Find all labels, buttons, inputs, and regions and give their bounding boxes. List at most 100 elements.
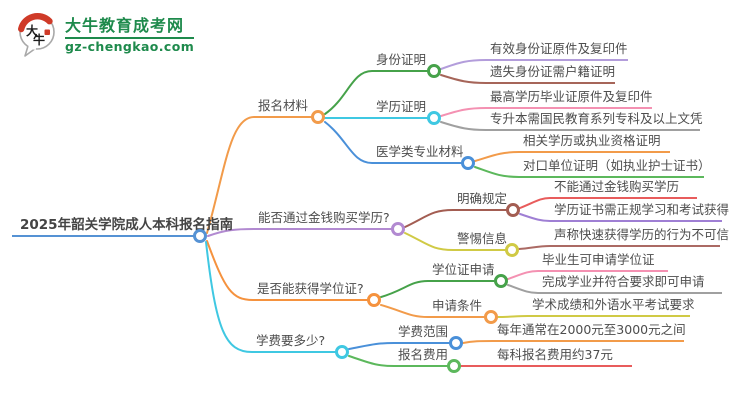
connector-line [519, 197, 551, 209]
leaf-quick-degree-untrustworthy[interactable]: 声称快速获得学历的行为不可信 [550, 227, 729, 247]
node-label: 学费范围 [398, 324, 449, 339]
svg-text:牛: 牛 [33, 32, 45, 47]
leaf-highest-diploma-original-copy[interactable]: 最高学历毕业证原件及复印件 [486, 89, 653, 109]
node-label: 明确规定 [457, 191, 508, 206]
connector-line [404, 232, 454, 251]
node-label: 2025年韶关学院成人本科报名指南 [20, 217, 234, 233]
collapse-dot[interactable] [391, 222, 405, 236]
connector-line [324, 121, 373, 164]
node-application-conditions[interactable]: 申请条件 [428, 298, 498, 324]
leaf-complete-study-apply[interactable]: 完成学业并符合要求即可申请 [538, 274, 722, 294]
collapse-dot[interactable] [367, 293, 381, 307]
logo-divider [65, 36, 195, 39]
collapse-dot[interactable] [506, 203, 520, 217]
node-root[interactable]: 2025年韶关学院成人本科报名指南 [12, 217, 233, 243]
connector-line [348, 342, 395, 350]
node-label: 身份证明 [376, 52, 427, 67]
node-can-get-degree-cert[interactable]: 是否能获得学位证? [253, 281, 381, 307]
node-degree-application[interactable]: 学位证申请 [428, 262, 508, 288]
connector-line [462, 340, 494, 344]
node-label: 专升本需国民教育系列专科及以上文凭 [490, 111, 703, 126]
connector-line [440, 121, 487, 131]
node-label: 相关学历或执业资格证明 [523, 133, 661, 148]
collapse-dot[interactable] [447, 359, 461, 373]
leaf-valid-id-original-copy[interactable]: 有效身份证原件及复印件 [486, 41, 628, 61]
node-label: 报名材料 [258, 98, 309, 113]
node-clear-rules[interactable]: 明确规定 [453, 191, 520, 217]
node-tuition-cost[interactable]: 学费要多少? [252, 333, 349, 359]
collapse-dot[interactable] [449, 336, 463, 350]
node-tuition-range[interactable]: 学费范围 [394, 324, 463, 350]
svg-text:大: 大 [26, 23, 38, 38]
connector-line [206, 116, 255, 234]
connector-line [518, 245, 551, 250]
connector-line [205, 241, 253, 353]
leaf-graduates-can-apply[interactable]: 毕业生可申请学位证 [538, 252, 668, 272]
leaf-upgrade-national-education-diploma[interactable]: 专升本需国民教育系列专科及以上文凭 [486, 111, 703, 131]
site-name: 大牛教育成考网 [65, 15, 185, 35]
connector-line [404, 209, 454, 228]
collapse-dot[interactable] [461, 156, 475, 170]
node-identity-proof[interactable]: 身份证明 [372, 52, 441, 78]
connector-line [507, 284, 539, 294]
logo-bubble-icon: 大 牛 [18, 12, 55, 57]
connector-line [519, 213, 551, 222]
node-warning-info[interactable]: 警惕信息 [453, 231, 519, 257]
node-label: 学术成绩和外语水平考试要求 [532, 297, 695, 312]
site-logo[interactable]: 大 牛 大牛教育成考网 gz-chengkao.com [16, 12, 195, 58]
leaf-academic-language-requirements[interactable]: 学术成绩和外语水平考试要求 [528, 297, 695, 317]
node-can-money-buy-degree[interactable]: 能否通过金钱购买学历? [254, 210, 405, 236]
leaf-formal-study-exam[interactable]: 学历证书需正规学习和考试获得 [550, 202, 729, 222]
node-education-proof[interactable]: 学历证明 [372, 99, 441, 125]
node-label: 有效身份证原件及复印件 [490, 41, 628, 56]
node-label: 每年通常在2000元至3000元之间 [497, 322, 686, 337]
node-label: 学历证书需正规学习和考试获得 [554, 202, 730, 217]
node-label: 学费要多少? [256, 333, 326, 348]
connector-line [348, 355, 395, 367]
connector-line [207, 228, 255, 237]
collapse-dot[interactable] [193, 229, 207, 243]
collapse-dot[interactable] [484, 310, 498, 324]
connector-line [440, 74, 487, 84]
leaf-related-qualification-proof[interactable]: 相关学历或执业资格证明 [519, 133, 670, 153]
node-label: 能否通过金钱购买学历? [258, 210, 390, 225]
node-label: 报名费用 [398, 347, 449, 362]
node-label: 学位证申请 [432, 262, 495, 277]
collapse-dot[interactable] [427, 64, 441, 78]
node-label: 医学类专业材料 [376, 144, 464, 159]
connector-line [440, 107, 487, 117]
node-label: 学历证明 [376, 99, 427, 114]
connector-line [507, 270, 539, 280]
collapse-dot[interactable] [335, 345, 349, 359]
node-label: 对口单位证明（如执业护士证书） [523, 158, 711, 173]
leaf-lost-id-household-proof[interactable]: 遗失身份证需户籍证明 [486, 64, 615, 84]
leaf-unit-proof-nurse-cert[interactable]: 对口单位证明（如执业护士证书） [519, 158, 711, 178]
leaf-cannot-buy-degree[interactable]: 不能通过金钱购买学历 [550, 179, 697, 199]
node-registration-materials[interactable]: 报名材料 [254, 98, 325, 124]
site-url: gz-chengkao.com [65, 38, 195, 54]
node-label: 是否能获得学位证? [257, 281, 364, 296]
connector-line [380, 304, 429, 318]
node-label: 不能通过金钱购买学历 [554, 179, 680, 194]
connector-line [474, 166, 520, 178]
node-registration-fee[interactable]: 报名费用 [394, 347, 461, 373]
node-label: 每科报名费用约37元 [497, 347, 613, 362]
collapse-dot[interactable] [505, 243, 519, 257]
node-label: 完成学业并符合要求即可申请 [542, 274, 705, 289]
connector-line [474, 151, 520, 162]
node-label: 最高学历毕业证原件及复印件 [490, 89, 653, 104]
collapse-dot[interactable] [427, 111, 441, 125]
node-medical-materials[interactable]: 医学类专业材料 [372, 144, 475, 170]
collapse-dot[interactable] [311, 110, 325, 124]
node-label: 申请条件 [432, 298, 483, 313]
connector-line [497, 315, 529, 318]
leaf-fee-37-per-subject[interactable]: 每科报名费用约37元 [493, 347, 632, 367]
node-label: 警惕信息 [457, 231, 508, 246]
connector-line [324, 70, 373, 115]
node-label: 毕业生可申请学位证 [542, 252, 655, 267]
connector-line [380, 280, 429, 298]
leaf-tuition-2000-3000[interactable]: 每年通常在2000元至3000元之间 [493, 322, 686, 342]
collapse-dot[interactable] [494, 274, 508, 288]
